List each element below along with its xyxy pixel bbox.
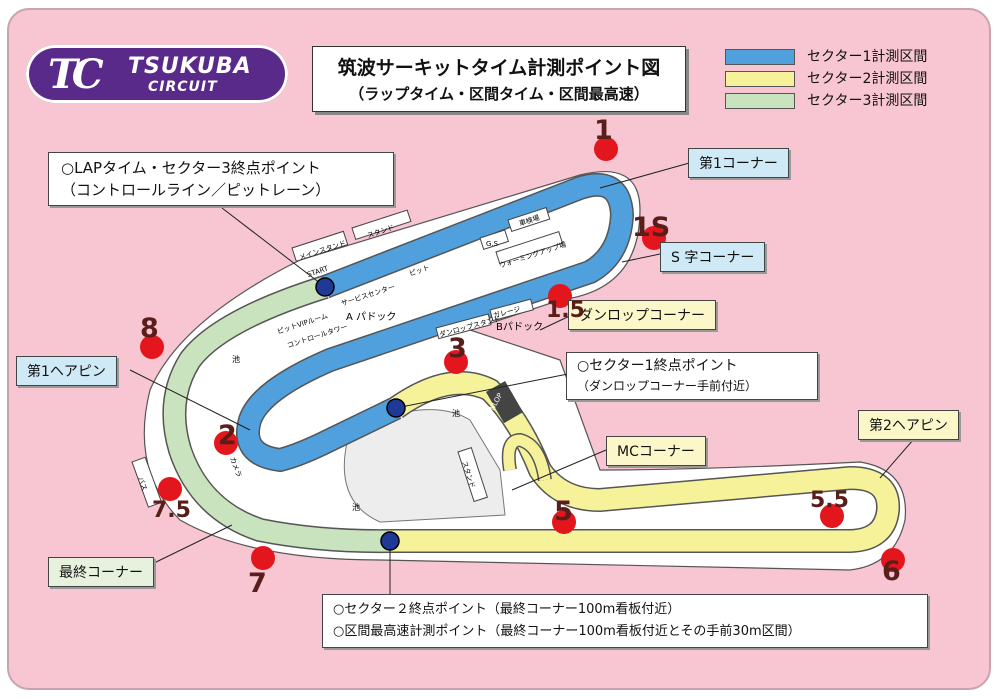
- leader-hairpin1: [129, 369, 251, 431]
- leader-first-corner: [599, 159, 701, 189]
- title-sub: （ラップタイム・区間タイム・区間最高速）: [349, 85, 649, 103]
- point-5-marker: [552, 510, 576, 534]
- point-number-5-5: 5.5: [810, 488, 849, 513]
- leader-final: [149, 524, 233, 566]
- note-lap-line1: ○LAPタイム・セクター3終点ポイント: [61, 159, 321, 177]
- dunlop-bridge: [486, 381, 524, 424]
- note-sector2-point: ○セクター２終点ポイント（最終コーナー100m看板付近） ○区間最高速計測ポイン…: [322, 594, 928, 648]
- logo-word-circuit: CIRCUIT: [148, 79, 218, 95]
- legend-label-sector2: セクター2計測区間: [807, 71, 928, 87]
- label-s-corner: S 字コーナー: [660, 242, 766, 272]
- stand-building: [351, 209, 412, 241]
- leader-mc: [511, 449, 607, 491]
- note-lap-point: ○LAPタイム・セクター3終点ポイント （コントロールライン／ピットレーン）: [48, 152, 394, 206]
- logo-word-tsukuba: TSUKUBA: [128, 54, 252, 79]
- point-6-marker: [881, 548, 905, 572]
- lap-timing-point: [315, 277, 335, 297]
- point-3-marker: [444, 350, 468, 374]
- legend-swatch-sector3: [725, 93, 795, 109]
- point-number-6: 6: [882, 556, 901, 587]
- bus-building: [131, 456, 163, 508]
- map-label-pond-1: 池: [232, 354, 240, 364]
- point-5.5-marker: [820, 504, 844, 528]
- tsukuba-circuit-logo: TC TSUKUBA CIRCUIT: [26, 45, 288, 103]
- label-second-hairpin: 第2ヘアピン: [858, 410, 959, 440]
- note-s2-line2: ○区間最高速計測ポイント（最終コーナー100m看板付近とその手前30m区間）: [333, 624, 801, 639]
- note-lap-line2: （コントロールライン／ピットレーン）: [61, 181, 331, 199]
- point-number-7-5: 7.5: [152, 498, 191, 523]
- leader-s-corner: [621, 253, 661, 263]
- sector2-timing-point: [380, 531, 400, 551]
- garage-building: [489, 298, 535, 322]
- note-s1-line1: ○セクター1終点ポイント: [577, 358, 738, 374]
- point-number-1: 1: [594, 115, 613, 146]
- label-dunlop-corner: ダンロップコーナー: [568, 300, 716, 330]
- map-label-pond-2: 池: [452, 408, 460, 418]
- map-label-gs: G.S: [486, 240, 499, 248]
- map-label-b-paddock: Bパドック: [496, 321, 543, 333]
- point-number-7: 7: [248, 568, 267, 599]
- leader-s1: [395, 371, 579, 409]
- point-number-1s: 1S: [632, 212, 671, 243]
- logo-mark: TC: [48, 51, 104, 98]
- note-sector1-point: ○セクター1終点ポイント （ダンロップコーナー手前付近）: [566, 352, 818, 400]
- legend-swatch-sector1: [725, 49, 795, 65]
- point-7-marker: [251, 546, 275, 570]
- point-number-8: 8: [140, 313, 159, 344]
- gs-building: [479, 229, 510, 251]
- legend-label-sector3: セクター3計測区間: [807, 93, 928, 109]
- point-number-1-5: 1.5: [546, 298, 585, 323]
- leader-lap: [221, 207, 326, 288]
- point-number-2: 2: [218, 420, 237, 451]
- title-box: 筑波サーキットタイム計測ポイント図 （ラップタイム・区間タイム・区間最高速）: [312, 46, 686, 112]
- point-7.5-marker: [158, 477, 182, 501]
- warmup-building: [495, 230, 564, 265]
- label-first-hairpin: 第1ヘアピン: [16, 356, 117, 386]
- inspection-building: [507, 207, 551, 233]
- point-8-marker: [140, 335, 164, 359]
- map-label-pond-3: 池: [352, 502, 360, 512]
- point-1.5-marker: [548, 284, 572, 308]
- label-first-corner: 第1コーナー: [688, 148, 789, 178]
- point-number-5: 5: [554, 496, 573, 527]
- dunlop-stand-building: [435, 313, 492, 340]
- point-1-marker: [594, 137, 618, 161]
- sector1-timing-point: [386, 398, 406, 418]
- legend-swatch-sector2: [725, 71, 795, 87]
- note-s2-line1: ○セクター２終点ポイント（最終コーナー100m看板付近）: [333, 602, 681, 617]
- inner-stand-building: [457, 447, 489, 503]
- note-s1-line2: （ダンロップコーナー手前付近）: [577, 379, 758, 393]
- point-2-marker: [214, 431, 238, 455]
- label-final-corner: 最終コーナー: [48, 557, 154, 587]
- map-label-a-paddock: A パドック: [346, 311, 396, 323]
- point-number-3: 3: [448, 333, 467, 364]
- label-mc-corner: MCコーナー: [606, 436, 706, 466]
- legend-label-sector1: セクター1計測区間: [807, 49, 928, 65]
- title-main: 筑波サーキットタイム計測ポイント図: [337, 57, 661, 79]
- main-stand-building: [291, 230, 349, 262]
